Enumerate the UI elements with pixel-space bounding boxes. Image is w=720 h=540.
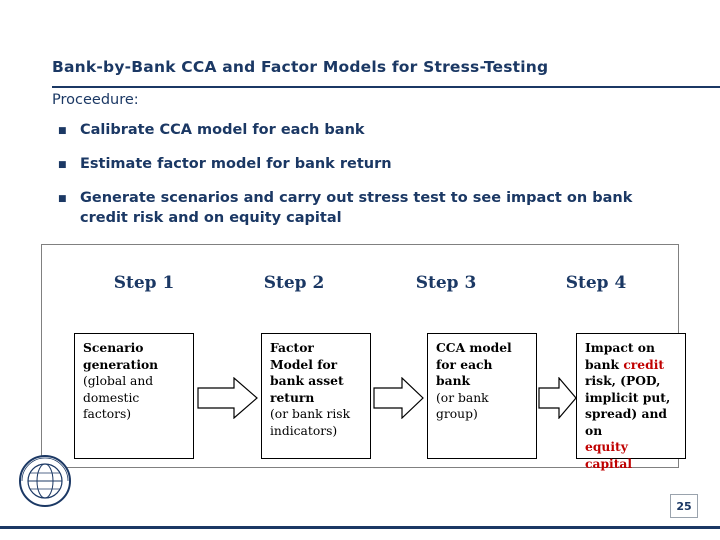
step-4-highlight: credit — [623, 356, 665, 372]
arrow-icon-1 — [197, 377, 258, 419]
step-box-1: Scenario generation (global and domestic… — [74, 333, 194, 459]
step-2-line-3: bank asset — [270, 373, 344, 388]
step-heading-4: Step 4 — [565, 273, 627, 293]
bullet-marker-icon: ■ — [58, 160, 67, 170]
step-1-line-2: generation — [83, 356, 159, 372]
step-2-line-2: Model for — [270, 356, 338, 372]
bullet-text: Estimate factor model for bank return — [80, 156, 392, 172]
bullet-marker-icon: ■ — [58, 126, 67, 136]
step-heading-3: Step 3 — [415, 273, 477, 293]
step-heading-1: Step 1 — [113, 273, 175, 293]
step-2-line-5: (or bank risk — [270, 407, 351, 421]
title-divider — [52, 86, 720, 88]
list-item: ■ Estimate factor model for bank return — [52, 154, 672, 176]
step-3-line-5: group) — [436, 407, 478, 421]
step-2-line-1: Factor — [270, 340, 314, 355]
arrow-icon-2 — [373, 377, 424, 419]
footer-divider — [0, 526, 720, 529]
page-number: 25 — [670, 494, 698, 518]
imf-seal-logo-icon — [19, 455, 71, 507]
bullet-list: ■ Calibrate CCA model for each bank ■ Es… — [52, 120, 672, 240]
step-2-line-4: return — [270, 389, 315, 405]
list-item: ■ Generate scenarios and carry out stres… — [52, 188, 672, 228]
step-1-line-4: domestic — [83, 390, 140, 405]
step-box-2: Factor Model for bank asset return (or b… — [261, 333, 371, 459]
bullet-text: Generate scenarios and carry out stress … — [80, 190, 633, 226]
step-3-line-1: CCA model — [436, 340, 512, 355]
step-1-line-3: (global and — [83, 374, 154, 388]
step-4-line-1: Impact on — [585, 340, 655, 355]
step-box-3: CCA model for each bank (or bank group) — [427, 333, 537, 459]
step-3-line-4: (or bank — [436, 390, 489, 405]
step-4-line-4: implicit put, — [585, 389, 671, 405]
subhead-label: Proceedure: — [52, 92, 139, 108]
list-item: ■ Calibrate CCA model for each bank — [52, 120, 672, 142]
step-1-line-5: factors) — [83, 407, 132, 421]
step-1-line-1: Scenario — [83, 340, 144, 355]
process-diagram: Step 1 Step 2 Step 3 Step 4 Scenario gen… — [41, 244, 686, 471]
step-2-line-6: indicators) — [270, 423, 338, 438]
step-4-line-5: spread) and on — [585, 406, 667, 438]
step-4-line-3: risk, (POD, — [585, 373, 661, 388]
step-3-line-3: bank — [436, 373, 471, 388]
bullet-text: Calibrate CCA model for each bank — [80, 122, 365, 138]
step-heading-2: Step 2 — [263, 273, 325, 293]
page-title: Bank-by-Bank CCA and Factor Models for S… — [52, 58, 549, 76]
step-4-line-6: equity capital — [585, 439, 633, 471]
step-box-4: Impact on bank credit risk, (POD, implic… — [576, 333, 686, 471]
step-4-line-2: bank credit — [585, 357, 678, 374]
step-4-line-2-text: bank credit — [585, 356, 665, 372]
step-3-line-2: for each — [436, 356, 493, 372]
bullet-marker-icon: ■ — [58, 194, 67, 204]
arrow-icon-3 — [538, 377, 577, 419]
